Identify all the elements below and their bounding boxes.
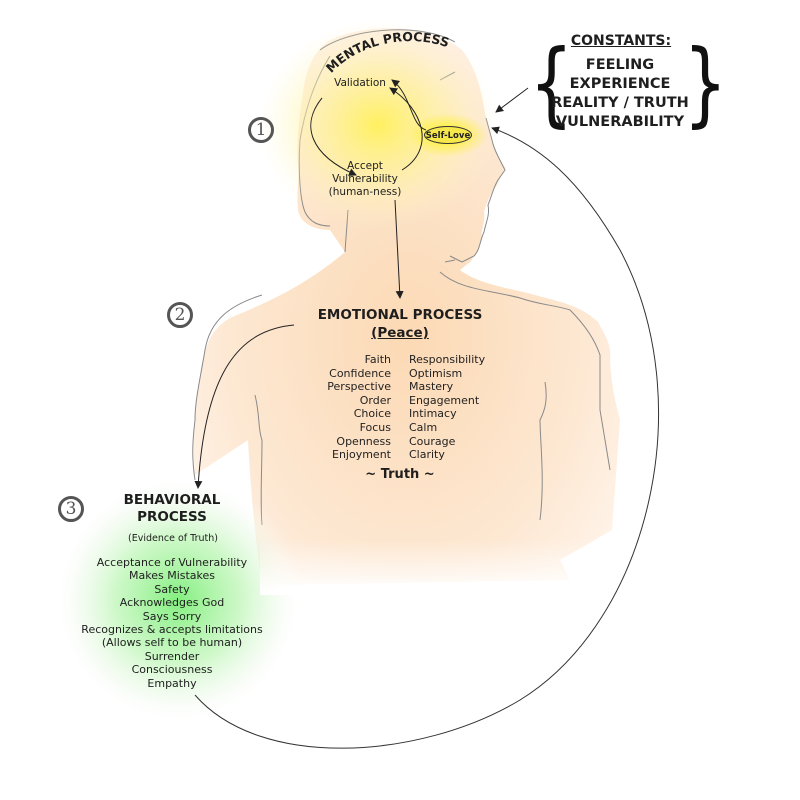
constant-item: REALITY / TRUTH: [551, 95, 689, 111]
behavioral-item: Makes Mistakes: [128, 569, 216, 583]
constants-list: FEELING EXPERIENCE REALITY / TRUTH VULNE…: [551, 56, 689, 132]
emotional-item: Calm: [409, 420, 438, 434]
emotional-item: Choice: [353, 407, 391, 421]
emotional-item: Engagement: [409, 393, 480, 407]
arrow-emotional-to-behavioral: [194, 324, 295, 489]
behavioral-title-line: BEHAVIORAL: [123, 492, 221, 508]
emotional-item: Openness: [336, 434, 391, 448]
validation-label: Validation: [334, 77, 386, 89]
emotional-item: Courage: [409, 434, 456, 448]
step-3-badge: 3: [58, 496, 84, 522]
behavioral-item: Acceptance of Vulnerability: [96, 556, 248, 569]
behavioral-item: Says Sorry: [142, 609, 202, 623]
self-love-bubble: Self-Love: [424, 126, 472, 144]
emotional-item: Intimacy: [409, 407, 457, 421]
step-1-badge: 1: [248, 117, 274, 143]
behavioral-item: Consciousness: [131, 663, 213, 677]
emotional-item: Perspective: [327, 380, 391, 394]
emotional-item: Confidence: [329, 366, 391, 380]
bottom-fade: [260, 540, 640, 595]
emotional-item: Enjoyment: [332, 448, 391, 462]
arrow-selflove-to-validation: [391, 79, 427, 131]
constants-title: CONSTANTS:: [570, 33, 672, 49]
accept-line-2: Vulnerability: [332, 173, 398, 185]
constant-item: FEELING: [585, 57, 655, 73]
emotional-item: Order: [359, 393, 391, 407]
behavioral-glow: [53, 475, 303, 725]
truth-label: ~ Truth ~: [365, 467, 435, 482]
behavioral-item: Safety: [154, 582, 190, 596]
accept-line-1: Accept: [347, 160, 383, 172]
arrow-accept-to-validation: [389, 87, 423, 171]
arrow-constants-to-selflove: [495, 87, 529, 113]
emotional-right-column: Responsibility Optimism Mastery Engageme…: [409, 353, 485, 462]
emotional-item: Clarity: [409, 448, 445, 462]
constant-item: VULNERABILITY: [555, 114, 685, 130]
accept-vulnerability-label: Accept Vulnerability (human-ness): [329, 160, 402, 199]
step-2-badge: 2: [167, 302, 193, 328]
arrow-validation-to-accept: [310, 97, 357, 176]
emotional-item: Responsibility: [409, 353, 486, 366]
behavioral-process-title: BEHAVIORAL PROCESS: [124, 492, 221, 526]
behavioral-title-line: PROCESS: [137, 509, 207, 525]
emotional-item: Focus: [359, 420, 391, 434]
constant-item: EXPERIENCE: [569, 76, 671, 92]
emotional-item: Faith: [364, 353, 391, 366]
arrow-mental-to-emotional: [394, 199, 404, 299]
behavioral-item: Recognizes & accepts limitations: [81, 623, 263, 637]
behavioral-item: (Allows self to be human): [101, 636, 243, 650]
right-brace: }: [683, 30, 728, 137]
mental-glow: [258, 20, 498, 230]
behavioral-item: Surrender: [144, 649, 200, 663]
emotional-left-column: Faith Confidence Perspective Order Choic…: [327, 353, 391, 462]
arrow-loop-behavioral-to-mental: [194, 126, 660, 749]
accept-line-3: (human-ness): [328, 186, 402, 198]
behavioral-item: Empathy: [147, 676, 197, 690]
self-love-label: Self-Love: [425, 131, 471, 141]
behavioral-list: Acceptance of Vulnerability Makes Mistak…: [81, 556, 262, 690]
emotional-item: Optimism: [409, 366, 463, 380]
left-brace: {: [529, 30, 574, 137]
behavioral-process-subtitle: (Evidence of Truth): [128, 533, 218, 544]
emotional-process-subtitle: (Peace): [371, 325, 429, 341]
emotional-process-title: EMOTIONAL PROCESS: [317, 307, 483, 323]
behavioral-item: Acknowledges God: [119, 596, 225, 610]
emotional-item: Mastery: [409, 380, 454, 394]
